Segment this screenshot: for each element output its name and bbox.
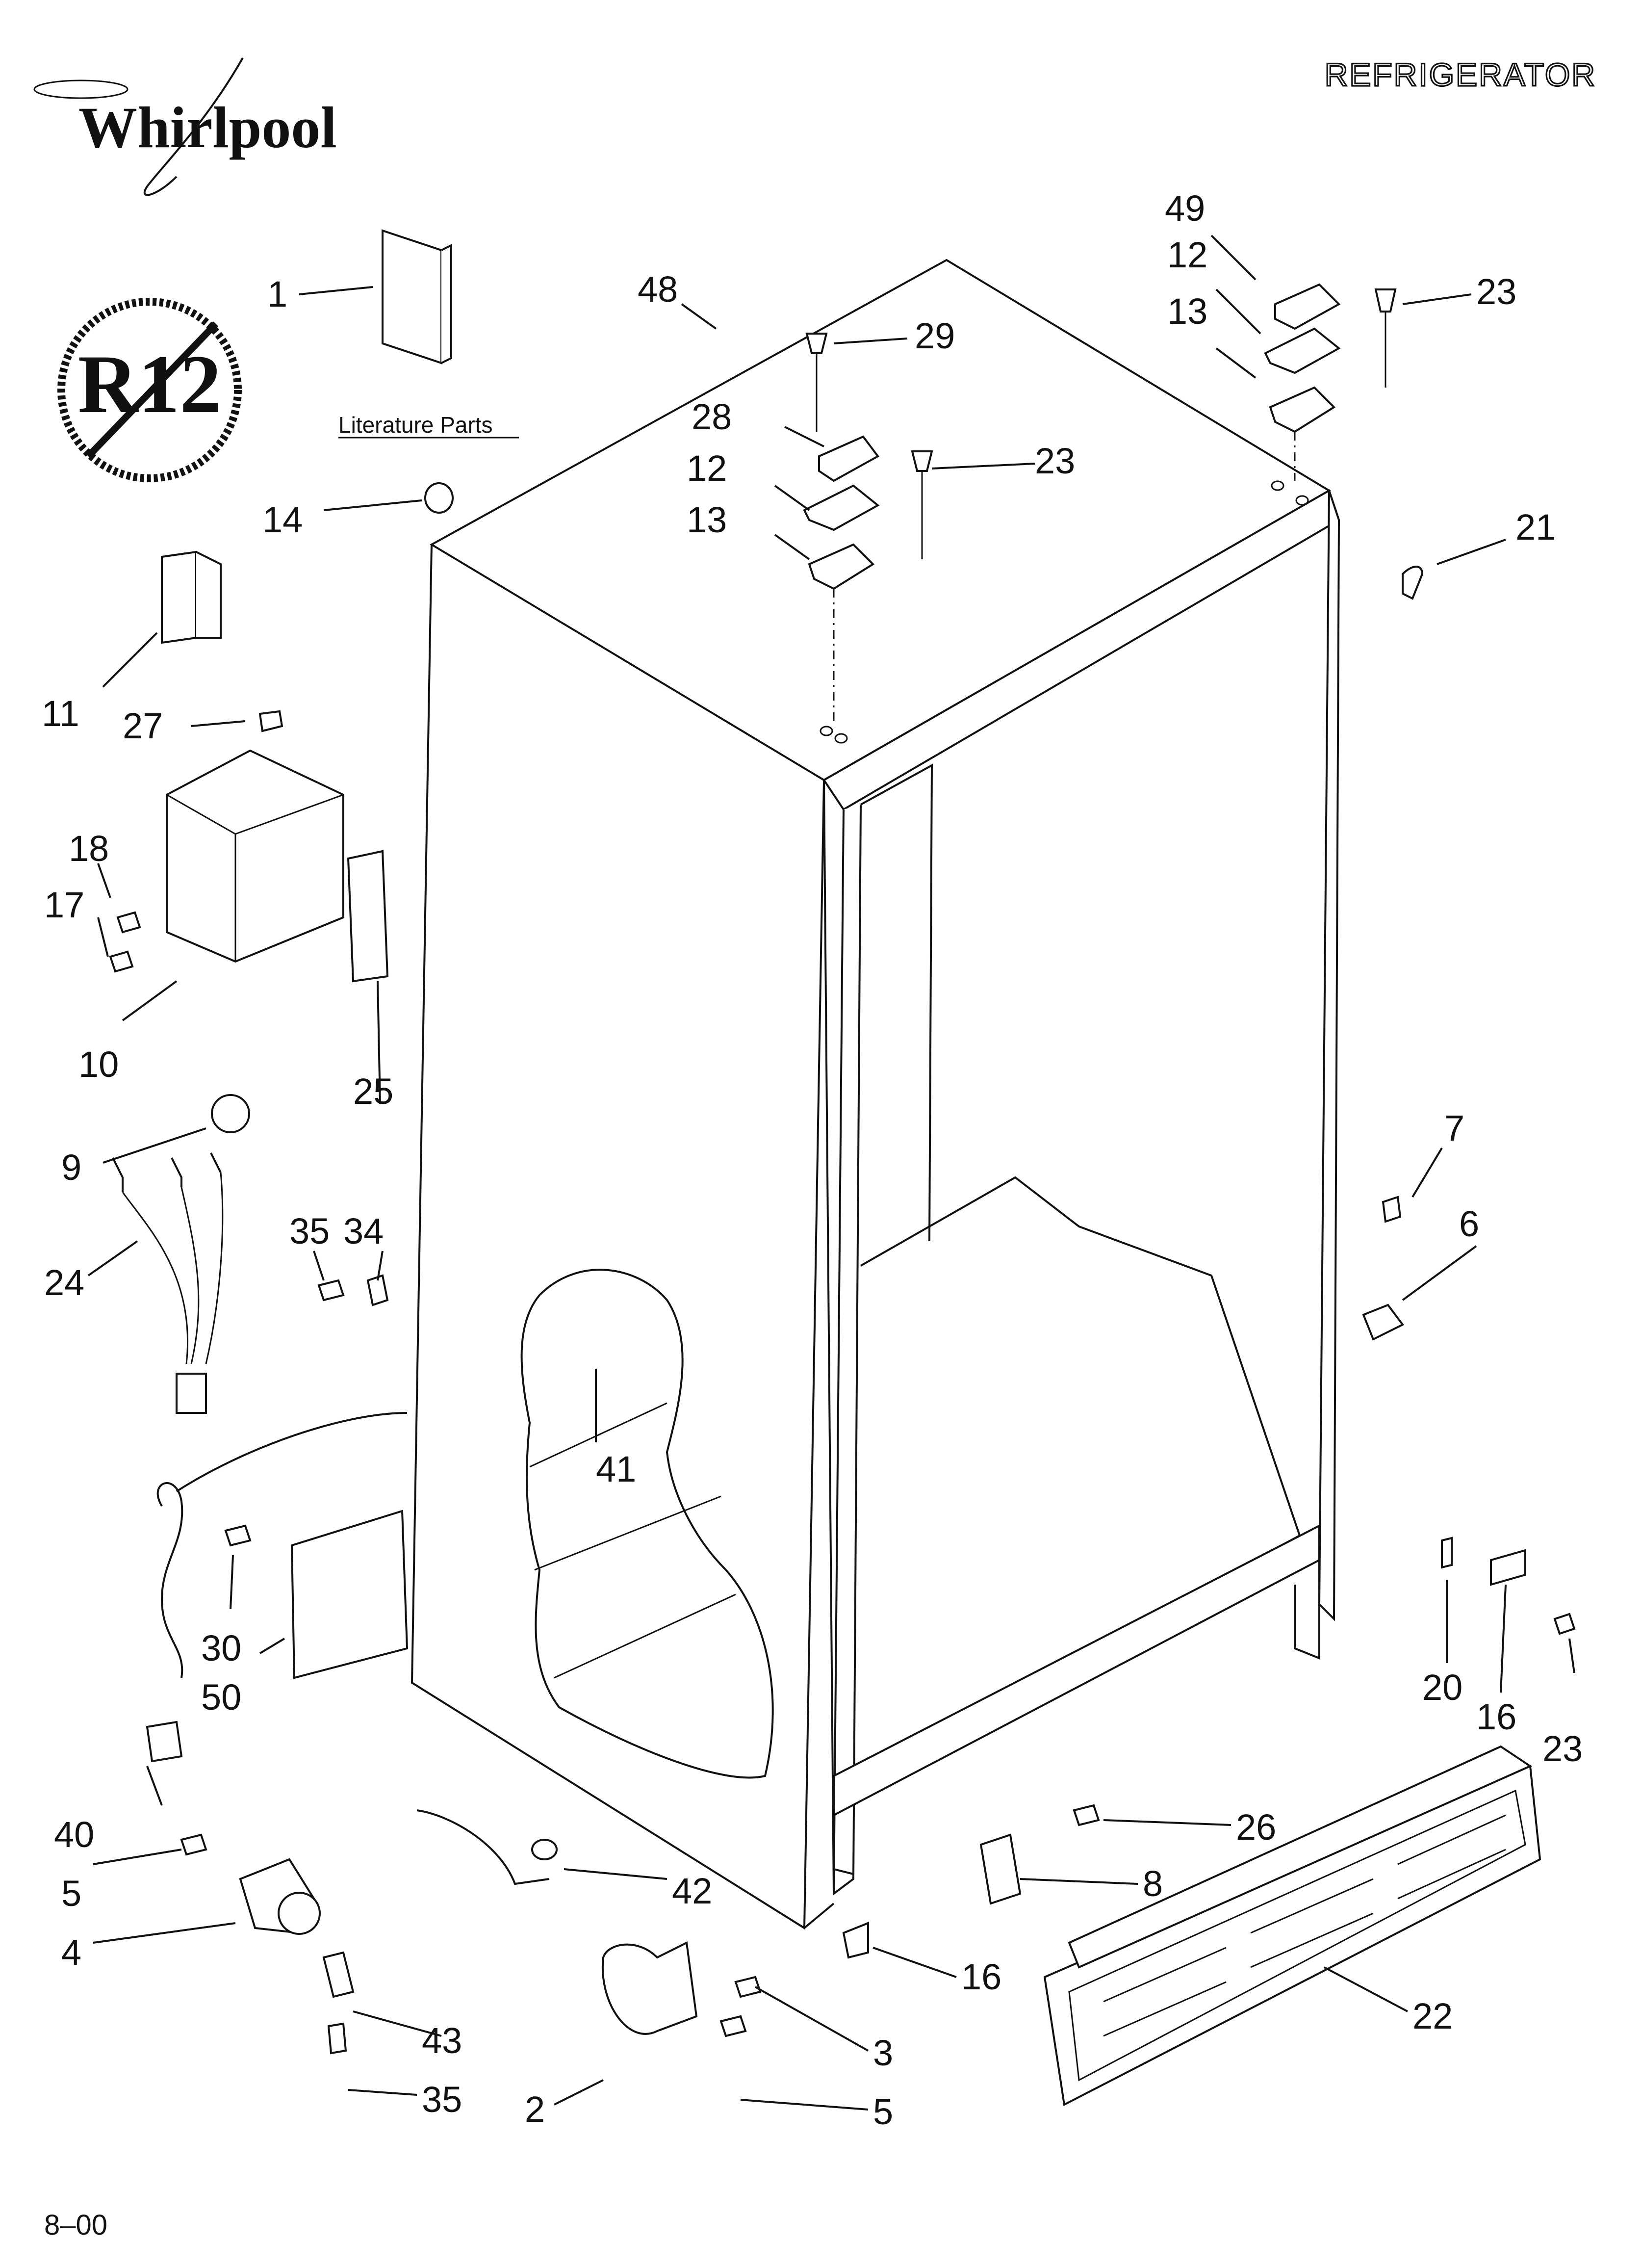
callout-10: 10 [78,1044,119,1085]
brand-name: Whirlpool [78,95,337,160]
callout-27: 27 [123,705,163,746]
callout-24: 24 [44,1262,84,1303]
callout-26: 26 [1236,1807,1276,1848]
callout-23-top-right: 23 [1476,271,1516,312]
callout-3: 3 [873,2033,893,2073]
callout-48: 48 [638,269,678,310]
callout-7: 7 [1444,1108,1464,1148]
callout-40: 40 [54,1814,94,1855]
no-r12-badge: R12 [57,298,242,482]
callout-30: 30 [201,1628,241,1668]
callout-5-bottom: 5 [873,2091,893,2132]
callout-8: 8 [1143,1863,1163,1904]
leader-lines [87,235,1575,2111]
hinge-assembly-right [1264,283,1397,481]
page-title: REFRIGERATOR [1325,56,1596,93]
callout-35-bottom: 35 [422,2079,462,2120]
callout-23-center: 23 [1035,441,1075,481]
literature-parts: Literature Parts [338,229,519,439]
callout-20: 20 [1422,1667,1462,1708]
callout-13-top-right: 13 [1167,291,1207,332]
left-components [109,482,454,2055]
whirlpool-logo: Whirlpool [33,57,337,196]
callout-22: 22 [1412,1996,1453,2036]
refrigerator-cabinet [410,259,1340,1930]
callout-9: 9 [61,1147,81,1188]
callout-12-center: 12 [687,448,727,489]
r12-label: R12 [78,338,222,430]
callout-18: 18 [69,828,109,869]
callout-11: 11 [42,693,79,734]
callout-49: 49 [1165,188,1205,229]
callout-13-center: 13 [687,499,727,540]
callout-41: 41 [596,1449,636,1489]
callout-25: 25 [353,1071,393,1112]
literature-label: Literature Parts [338,412,492,438]
callout-17: 17 [44,885,84,925]
callout-21: 21 [1515,507,1556,547]
callout-43: 43 [422,2020,462,2061]
callout-1: 1 [267,274,287,314]
callout-12-top-right: 12 [1167,235,1207,275]
callout-16-right: 16 [1476,1696,1516,1737]
callout-16-bottom: 16 [961,1956,1001,1997]
bottom-components [416,566,1576,2107]
callout-42: 42 [672,1871,712,1911]
callout-labels: 1 48 49 12 23 13 29 28 23 12 13 14 21 11… [42,188,1583,2132]
hinge-assembly-center [803,333,933,726]
callout-6: 6 [1459,1203,1479,1244]
callout-2: 2 [525,2089,545,2130]
callout-29: 29 [915,315,955,356]
callout-34: 34 [343,1211,384,1251]
callout-35-left: 35 [289,1211,330,1251]
date-code: 8–00 [44,2209,107,2241]
callout-23-bottom-right: 23 [1542,1728,1583,1769]
callout-5-left: 5 [61,1873,81,1914]
callout-28: 28 [692,396,732,437]
callout-50: 50 [201,1677,241,1718]
callout-4: 4 [61,1932,81,1973]
callout-14: 14 [262,499,303,540]
